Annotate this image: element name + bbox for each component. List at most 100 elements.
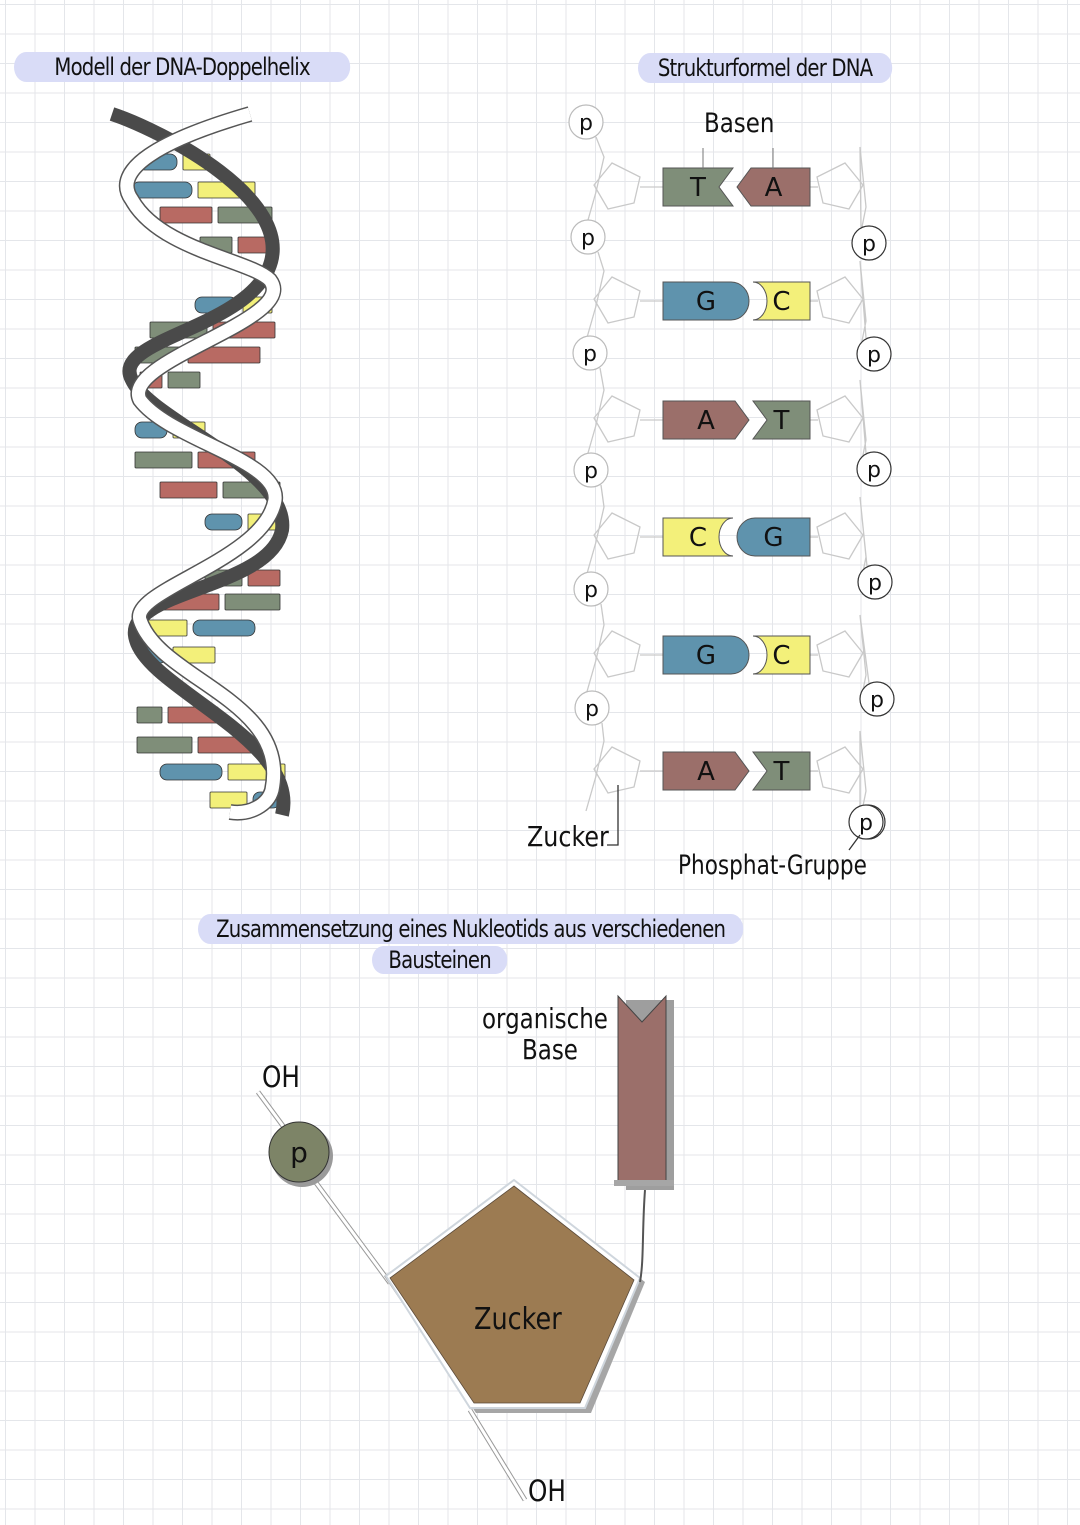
phosphate-symbol: p (862, 232, 876, 257)
base-letter-right: C (772, 287, 790, 317)
phosphate-right-4: p (859, 681, 895, 717)
phosphate-left-0: p (568, 104, 604, 140)
phosphate-left-4: p (573, 571, 609, 607)
helix-base-g (159, 763, 223, 781)
helix-base-t (136, 736, 193, 754)
base-g-left (662, 281, 750, 321)
phosphate-symbol: p (579, 111, 593, 136)
phosphate-symbol: p (867, 458, 881, 483)
helix-base-t (224, 593, 281, 611)
phosphate-symbol: p (859, 811, 873, 836)
sugar-pentagon-outline (593, 395, 641, 443)
phosphate-symbol: p (581, 226, 595, 251)
oh-top-label: OH (262, 1060, 300, 1094)
phosphate-right-0: p (851, 225, 887, 261)
sugar-pentagon-outline (593, 630, 641, 678)
sugar-pentagon-outline (816, 276, 864, 324)
phosphate-left-5: p (574, 690, 610, 726)
phosphate-symbol: p (867, 343, 881, 368)
organic-base-label-line2: Base (522, 1033, 578, 1066)
base-c-right (752, 635, 811, 675)
base-letter-left: G (696, 641, 716, 671)
phosphate-label-target: p (848, 804, 884, 840)
sugar-pentagon-outline (816, 512, 864, 560)
bond-sugar-oh (467, 1408, 528, 1502)
base-letter-left: G (696, 287, 716, 317)
base-pair-list: pppppppppppppTAGCATCGGCAT (568, 104, 895, 840)
sugar-pentagon-outline (816, 395, 864, 443)
nucleotide-title-line1-text: Zusammensetzung eines Nukleotids aus ver… (216, 915, 726, 943)
base-g-left (662, 635, 750, 675)
organic-base-label-line1: organische (482, 1002, 608, 1035)
base-letter-right: T (773, 406, 790, 436)
base-g-right (736, 517, 811, 557)
structure-formula-title: Strukturformel der DNA (638, 53, 893, 83)
helix-base-a (159, 206, 213, 224)
bond-sugar-base (639, 1189, 646, 1283)
base-t-right (752, 751, 811, 791)
phosphate-right-1: p (856, 336, 892, 372)
base-letter-left: C (689, 523, 707, 553)
organic-base-block (614, 994, 674, 1190)
phosphate-symbol: p (868, 571, 882, 596)
base-letter-left: T (689, 173, 706, 203)
phosphate-symbol: p (584, 578, 598, 603)
helix-model-title-text: Modell der DNA-Doppelhelix (54, 53, 310, 81)
sugar-pentagon-outline (593, 512, 641, 560)
phosphate-left-2: p (572, 335, 608, 371)
oh-bottom-label: OH (528, 1474, 566, 1508)
helix-base-t (134, 451, 193, 469)
phosphate-left-3: p (573, 452, 609, 488)
base-t-left (662, 167, 734, 207)
base-letter-left: A (697, 406, 715, 436)
nucleotide-phosphate-symbol: p (290, 1136, 308, 1169)
nucleotide-title-line2: Bausteinen (372, 946, 508, 974)
helix-model-title: Modell der DNA-Doppelhelix (14, 52, 351, 82)
sugar-pentagon-outline (593, 162, 641, 210)
backbone-sugars-phosphates (585, 136, 870, 812)
helix-base-g (192, 619, 256, 637)
sugar-pentagon-outline (816, 630, 864, 678)
base-a-right (736, 167, 811, 207)
base-letter-right: C (772, 641, 790, 671)
phosphate-right-3: p (857, 564, 893, 600)
sugar-pentagon-outline (593, 746, 641, 794)
helix-base-a (247, 569, 281, 587)
structure-formula-title-text: Strukturformel der DNA (657, 54, 873, 82)
phosphate-symbol: p (585, 697, 599, 722)
base-letter-left: A (697, 757, 715, 787)
base-letter-right: A (765, 173, 783, 203)
bond-phosphate-sugar (311, 1178, 393, 1285)
base-a-left (662, 400, 750, 440)
phosphate-ball (268, 1121, 333, 1187)
base-a-left (662, 751, 750, 791)
helix-base-t (136, 706, 163, 724)
helix-base-c (209, 791, 248, 809)
sugar-pentagon-outline (593, 276, 641, 324)
bases-label: Basen (704, 108, 775, 139)
bond-oh-phosphate (255, 1090, 289, 1132)
phosphate-group-label: Phosphat-Gruppe (678, 850, 867, 881)
base-letter-right: G (763, 523, 783, 553)
sugar-label: Zucker (527, 820, 609, 853)
nucleotide-title-line2-text: Bausteinen (388, 946, 491, 974)
sugar-pentagon-label: Zucker (474, 1302, 562, 1337)
base-t-right (752, 400, 811, 440)
sugar-leader-line (607, 785, 619, 846)
helix-backbone-light (118, 106, 283, 821)
base-c-left (662, 517, 734, 557)
phosphate-leader-line (848, 834, 861, 851)
nucleotide-title-line1: Zusammensetzung eines Nukleotids aus ver… (198, 914, 744, 944)
sugar-pentagon (384, 1178, 645, 1413)
base-c-right (752, 281, 811, 321)
phosphate-symbol: p (584, 459, 598, 484)
